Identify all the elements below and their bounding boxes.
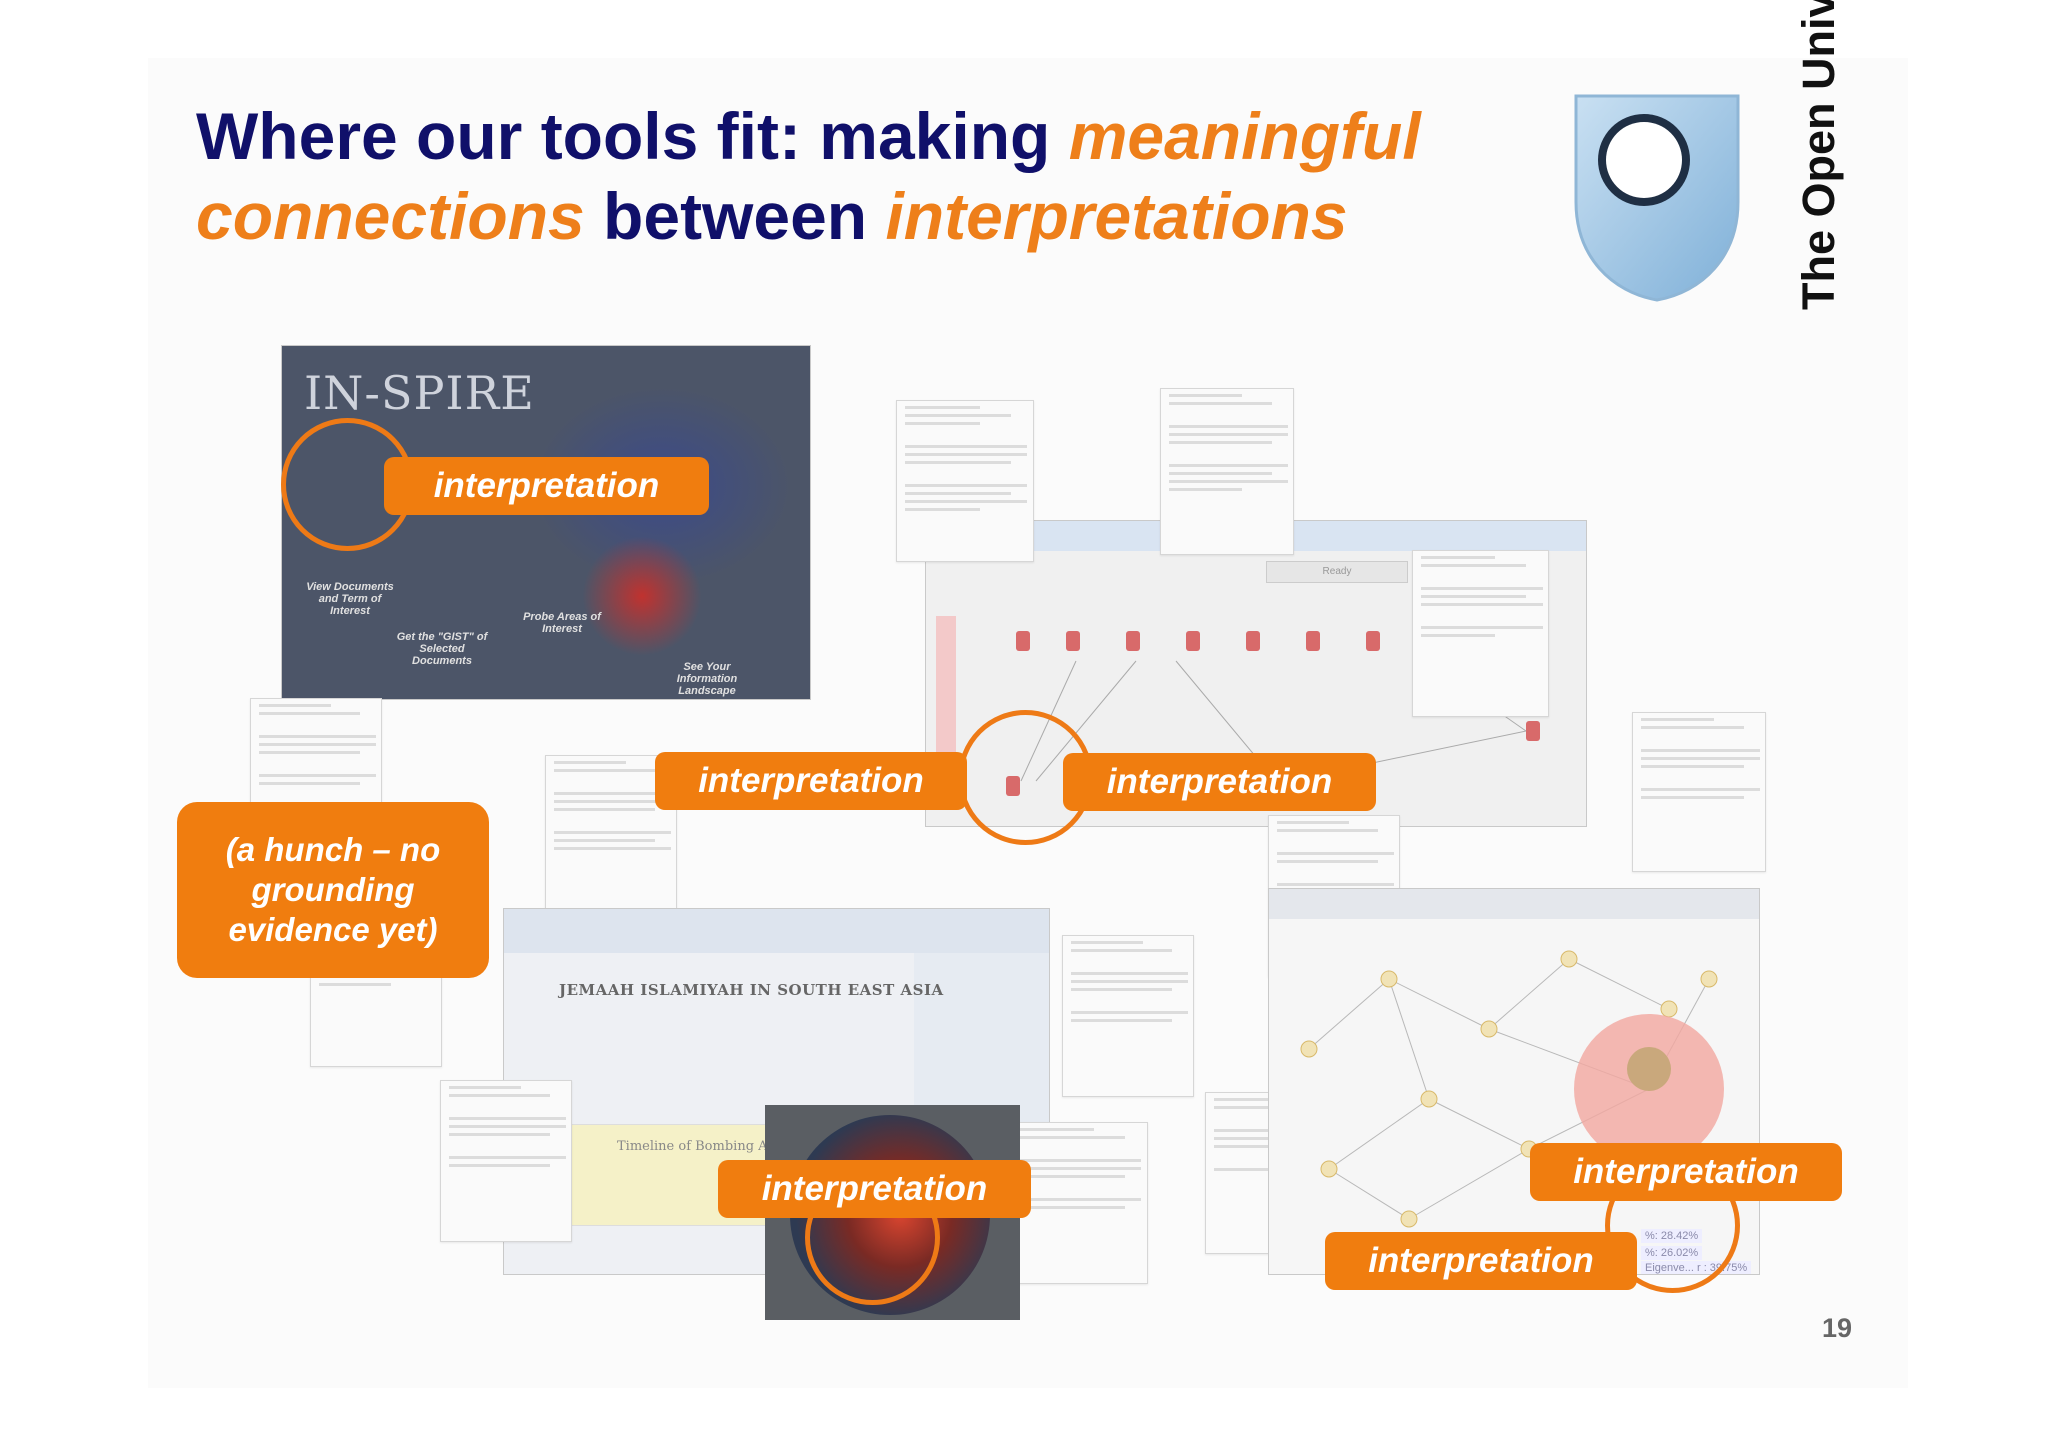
graph-node bbox=[1246, 631, 1260, 651]
inspire-caption: View Documents and Term of Interest bbox=[306, 581, 394, 617]
title-part-1: Where our tools fit: making bbox=[196, 99, 1069, 173]
inspire-caption: Probe Areas of Interest bbox=[523, 611, 601, 635]
inspire-peak bbox=[582, 536, 702, 656]
interpretation-label: interpretation bbox=[1530, 1143, 1842, 1201]
title-highlight-2: interpretations bbox=[885, 179, 1348, 253]
document-snippet bbox=[440, 1080, 572, 1242]
graph-node bbox=[1526, 721, 1540, 741]
document-snippet bbox=[1160, 388, 1294, 555]
interpretation-label: interpretation bbox=[1325, 1232, 1637, 1290]
hunch-callout: (a hunch – no grounding evidence yet) bbox=[177, 802, 489, 978]
document-snippet bbox=[1062, 935, 1194, 1097]
graph-side-tabs bbox=[936, 616, 956, 796]
open-university-shield-logo bbox=[1574, 94, 1740, 302]
graph-node bbox=[1066, 631, 1080, 651]
interpretation-label: interpretation bbox=[384, 457, 709, 515]
inspire-caption: Get the "GIST" of Selected Documents bbox=[396, 631, 488, 667]
inspire-logo-text: IN-SPIRE bbox=[304, 366, 535, 420]
timeline-label: Timeline of Bombing Attacks bbox=[617, 1139, 808, 1154]
graph-node bbox=[1306, 631, 1320, 651]
graph-status-field: Ready bbox=[1266, 561, 1408, 583]
map-heading: JEMAAH ISLAMIYAH IN SOUTH EAST ASIA bbox=[559, 981, 944, 999]
title-highlight-1: meaningful connections bbox=[196, 99, 1421, 253]
interpretation-label: interpretation bbox=[655, 752, 967, 810]
open-university-wordmark: The Open University bbox=[1793, 0, 1844, 310]
graph-node bbox=[1126, 631, 1140, 651]
network-graph bbox=[1300, 950, 1724, 1228]
interpretation-label: interpretation bbox=[718, 1160, 1031, 1218]
page-number: 19 bbox=[1822, 1313, 1853, 1343]
graph-node bbox=[1366, 631, 1380, 651]
document-snippet bbox=[1010, 1122, 1148, 1284]
hunch-text: (a hunch – no grounding evidence yet) bbox=[225, 831, 441, 948]
slide-title: Where our tools fit: making meaningful c… bbox=[196, 96, 1536, 256]
interpretation-label: interpretation bbox=[1063, 753, 1376, 811]
network-toolbar bbox=[1269, 889, 1759, 919]
title-part-3: between bbox=[584, 179, 886, 253]
inspire-caption: See Your Information Landscape bbox=[676, 661, 738, 697]
document-snippet bbox=[896, 400, 1034, 562]
graph-node bbox=[1016, 631, 1030, 651]
graph-node bbox=[1186, 631, 1200, 651]
document-snippet bbox=[1632, 712, 1766, 872]
document-snippet bbox=[1412, 550, 1549, 717]
app-toolbar bbox=[504, 909, 1049, 953]
